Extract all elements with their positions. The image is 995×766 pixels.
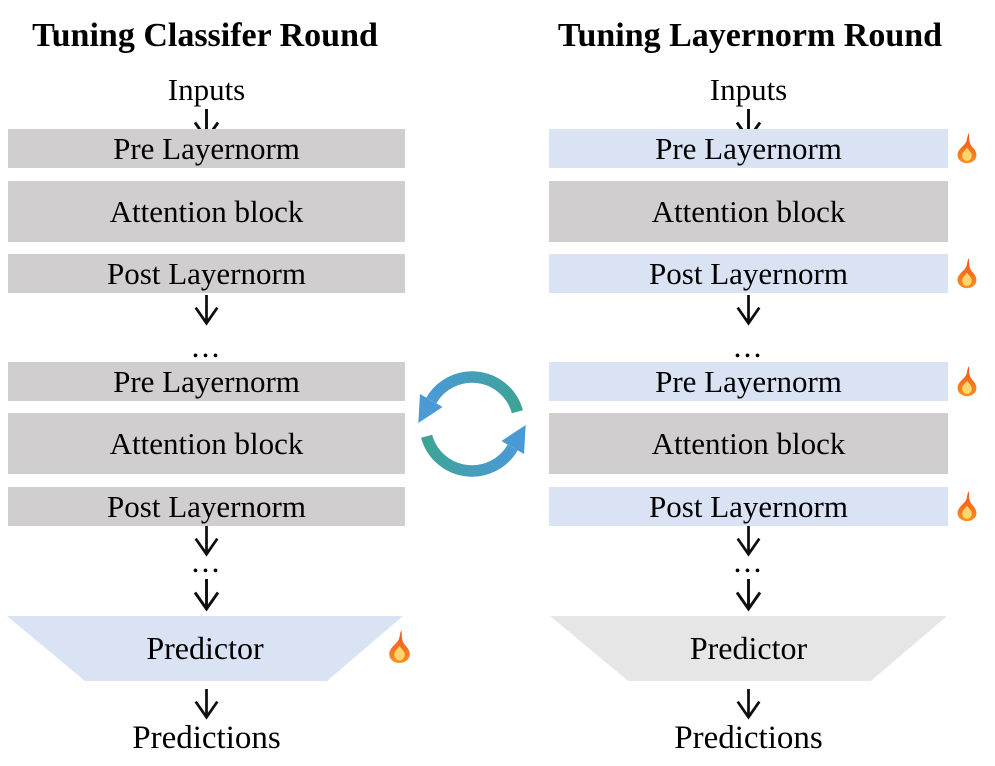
block-attention: Attention block [549, 413, 948, 474]
ellipsis: ... [191, 543, 222, 579]
block-post-layernorm: Post Layernorm [549, 487, 948, 526]
predictor-trapezoid: Predictor [7, 616, 403, 681]
block-attention: Attention block [549, 181, 948, 242]
flame-icon [950, 255, 984, 292]
block-pre-layernorm: Pre Layernorm [8, 129, 405, 168]
predictor-trapezoid: Predictor [550, 616, 947, 681]
block-attention: Attention block [8, 181, 405, 242]
block-pre-layernorm: Pre Layernorm [549, 362, 948, 401]
block-pre-layernorm: Pre Layernorm [549, 129, 948, 168]
block-post-layernorm: Post Layernorm [549, 254, 948, 293]
flame-icon [381, 628, 418, 666]
ellipsis: ... [733, 328, 764, 364]
ellipsis: ... [191, 328, 222, 364]
block-post-layernorm: Post Layernorm [8, 254, 405, 293]
down-arrow-icon [191, 578, 222, 612]
right-column-title: Tuning Layernorm Round [557, 17, 943, 54]
cycle-arrows-icon [418, 371, 526, 477]
block-post-layernorm: Post Layernorm [8, 487, 405, 526]
inputs-label: Inputs [167, 72, 246, 107]
predictions-label: Predictions [132, 720, 281, 756]
down-arrow-icon [191, 294, 222, 326]
flame-icon [950, 488, 984, 525]
predictions-label: Predictions [674, 720, 823, 756]
flame-icon [950, 130, 984, 167]
block-attention: Attention block [8, 413, 405, 474]
inputs-label: Inputs [709, 72, 788, 107]
block-pre-layernorm: Pre Layernorm [8, 362, 405, 401]
ellipsis: ... [733, 543, 764, 579]
left-column-title: Tuning Classifer Round [32, 17, 378, 54]
down-arrow-icon [733, 578, 764, 612]
flame-icon [950, 363, 984, 400]
down-arrow-icon [733, 294, 764, 326]
